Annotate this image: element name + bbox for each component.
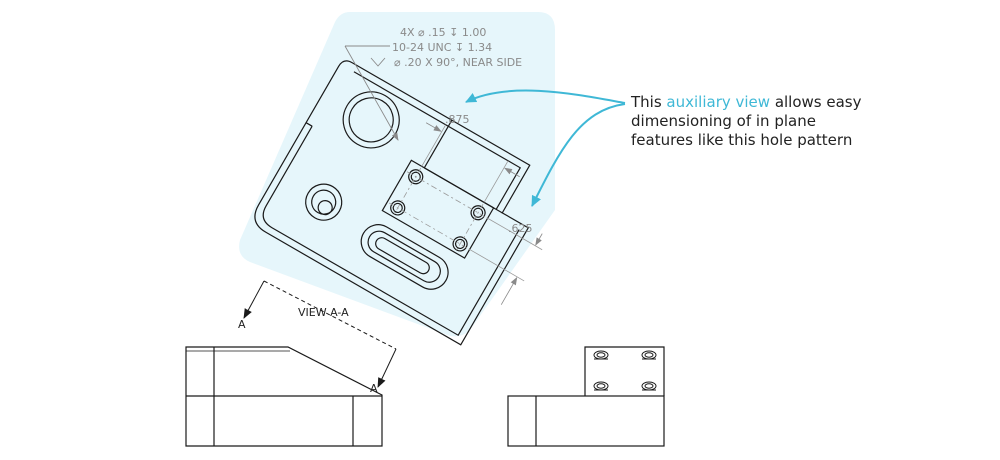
callout-line-2: dimensioning of in plane — [631, 112, 816, 130]
callout-prefix: This — [631, 93, 667, 111]
callout-arrow-lower — [531, 103, 626, 207]
aux-outer-outline — [254, 60, 531, 346]
callout-text: This auxiliary view allows easy dimensio… — [631, 93, 931, 150]
hole-callout-line1: 4X ⌀ .15 ↧ 1.00 — [400, 26, 486, 39]
side-view — [507, 346, 665, 447]
aux-inner-outline — [262, 71, 522, 337]
section-line — [243, 280, 397, 388]
front-view — [185, 346, 383, 447]
callout-line1-suffix: allows easy — [770, 93, 862, 111]
section-mark-right: A — [370, 382, 378, 395]
callout-line-3: features like this hole pattern — [631, 131, 853, 149]
callout-arrows — [465, 89, 626, 207]
dim-875-label: .875 — [445, 113, 470, 126]
hole-callout-line2: 10-24 UNC ↧ 1.34 — [392, 41, 492, 54]
aux-counterbore — [305, 183, 343, 221]
section-mark-left: A — [238, 318, 246, 331]
view-label: VIEW A-A — [298, 306, 349, 319]
callout-line-1: This auxiliary view allows easy — [631, 93, 931, 112]
aux-slot — [360, 224, 449, 290]
hole-callout: 4X ⌀ .15 ↧ 1.00 10-24 UNC ↧ 1.34 ⌀ .20 X… — [392, 26, 522, 69]
hole-callout-line3: ⌀ .20 X 90°, NEAR SIDE — [394, 56, 522, 69]
side-view-holes — [593, 350, 657, 391]
hole-callout-leader — [344, 45, 399, 141]
aux-plate — [381, 159, 495, 259]
dim-625-label: .625 — [508, 222, 533, 235]
auxiliary-view: .875 .625 — [254, 60, 543, 346]
callout-highlight: auxiliary view — [666, 93, 771, 111]
callout-arrow-upper — [465, 89, 626, 104]
